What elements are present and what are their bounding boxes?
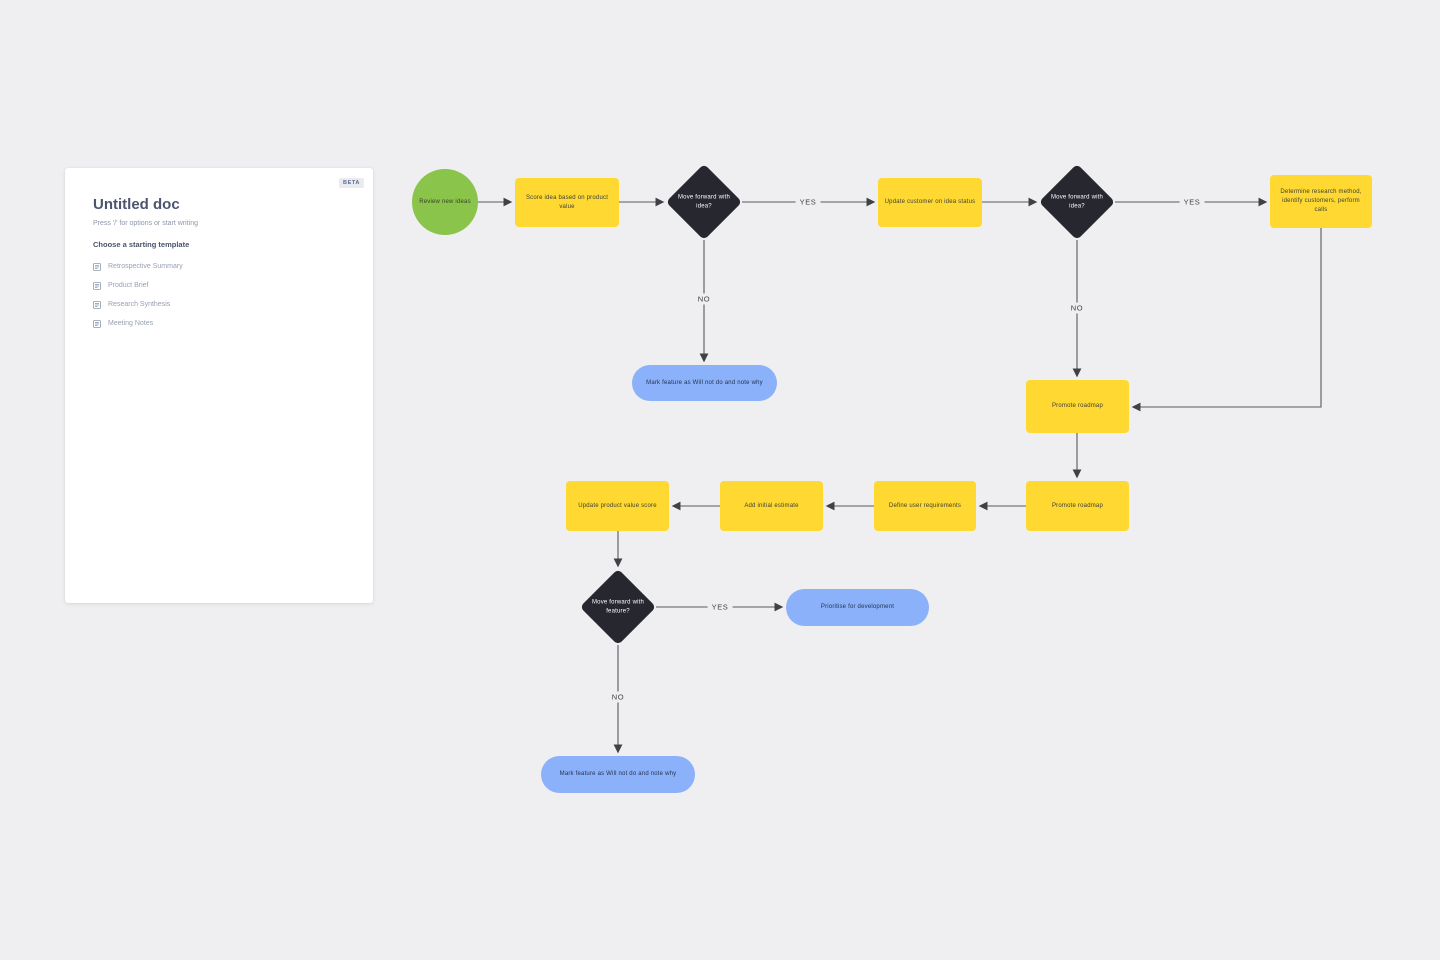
- node-start-review-new-ideas[interactable]: Review new ideas: [412, 169, 478, 235]
- templates-heading: Choose a starting template: [93, 240, 190, 249]
- node-label: Move forward with idea?: [1050, 194, 1104, 209]
- node-label: Mark feature as Will not do and note why: [646, 379, 763, 386]
- node-label: Score idea based on product value: [525, 194, 609, 210]
- node-label: Move forward with feature?: [591, 599, 645, 614]
- edge-label-yes-2: YES: [795, 196, 821, 208]
- template-item-label: Product Brief: [108, 282, 149, 289]
- node-promote-roadmap-2[interactable]: Promote roadmap: [1026, 481, 1129, 531]
- node-add-initial-estimate[interactable]: Add initial estimate: [720, 481, 823, 531]
- edge-label-no-14: NO: [607, 691, 629, 703]
- doc-panel: BETA Untitled doc Press '/' for options …: [65, 168, 373, 603]
- node-label: Prioritise for development: [820, 604, 895, 611]
- node-score-idea-product-value[interactable]: Score idea based on product value: [515, 178, 619, 227]
- template-list: Retrospective Summary Product Brief Rese…: [93, 257, 347, 333]
- doc-icon: [93, 262, 101, 271]
- node-label: Update product value score: [578, 502, 657, 509]
- node-label: Promote roadmap: [1051, 502, 1104, 509]
- doc-icon: [93, 319, 101, 328]
- template-item-research-synthesis[interactable]: Research Synthesis: [93, 295, 347, 314]
- edge-label-no-6: NO: [1066, 302, 1088, 314]
- edge-label-no-5: NO: [693, 293, 715, 305]
- edge-label-yes-4: YES: [1179, 196, 1205, 208]
- editor-placeholder[interactable]: Press '/' for options or start writing: [93, 220, 198, 227]
- node-determine-research-method[interactable]: Determine research method, identify cust…: [1270, 175, 1372, 228]
- template-item-label: Retrospective Summary: [108, 263, 183, 270]
- node-prioritise-for-development[interactable]: Prioritise for development: [786, 589, 929, 626]
- node-promote-roadmap-1[interactable]: Promote roadmap: [1026, 380, 1129, 433]
- node-label: Define user requirements: [888, 502, 962, 509]
- doc-icon: [93, 300, 101, 309]
- template-item-retrospective-summary[interactable]: Retrospective Summary: [93, 257, 347, 276]
- node-label: Determine research method, identify cust…: [1280, 189, 1362, 213]
- template-item-label: Meeting Notes: [108, 320, 154, 327]
- node-decision-move-forward-feature[interactable]: Move forward with feature?: [579, 568, 657, 646]
- doc-icon: [93, 281, 101, 290]
- node-label: Move forward with idea?: [677, 194, 731, 209]
- node-mark-feature-will-not-do-2[interactable]: Mark feature as Will not do and note why: [541, 756, 695, 793]
- node-label: Update customer on idea status: [884, 199, 976, 206]
- node-decision-move-forward-idea-2[interactable]: Move forward with idea?: [1038, 163, 1116, 241]
- node-mark-feature-will-not-do-1[interactable]: Mark feature as Will not do and note why: [632, 365, 777, 401]
- template-item-product-brief[interactable]: Product Brief: [93, 276, 347, 295]
- beta-badge: BETA: [339, 178, 364, 188]
- node-define-user-requirements[interactable]: Define user requirements: [874, 481, 976, 531]
- node-label: Promote roadmap: [1051, 403, 1104, 410]
- template-item-label: Research Synthesis: [108, 301, 171, 308]
- node-label: Add initial estimate: [744, 502, 799, 509]
- flow-edge[interactable]: [1131, 228, 1322, 412]
- edge-label-yes-13: YES: [707, 601, 733, 613]
- node-label: Review new ideas: [419, 198, 471, 205]
- doc-title[interactable]: Untitled doc: [93, 196, 180, 213]
- node-update-customer-idea-status[interactable]: Update customer on idea status: [878, 178, 982, 227]
- template-item-meeting-notes[interactable]: Meeting Notes: [93, 314, 347, 333]
- node-decision-move-forward-idea-1[interactable]: Move forward with idea?: [665, 163, 743, 241]
- node-update-product-value-score[interactable]: Update product value score: [566, 481, 669, 531]
- node-label: Mark feature as Will not do and note why: [559, 771, 677, 778]
